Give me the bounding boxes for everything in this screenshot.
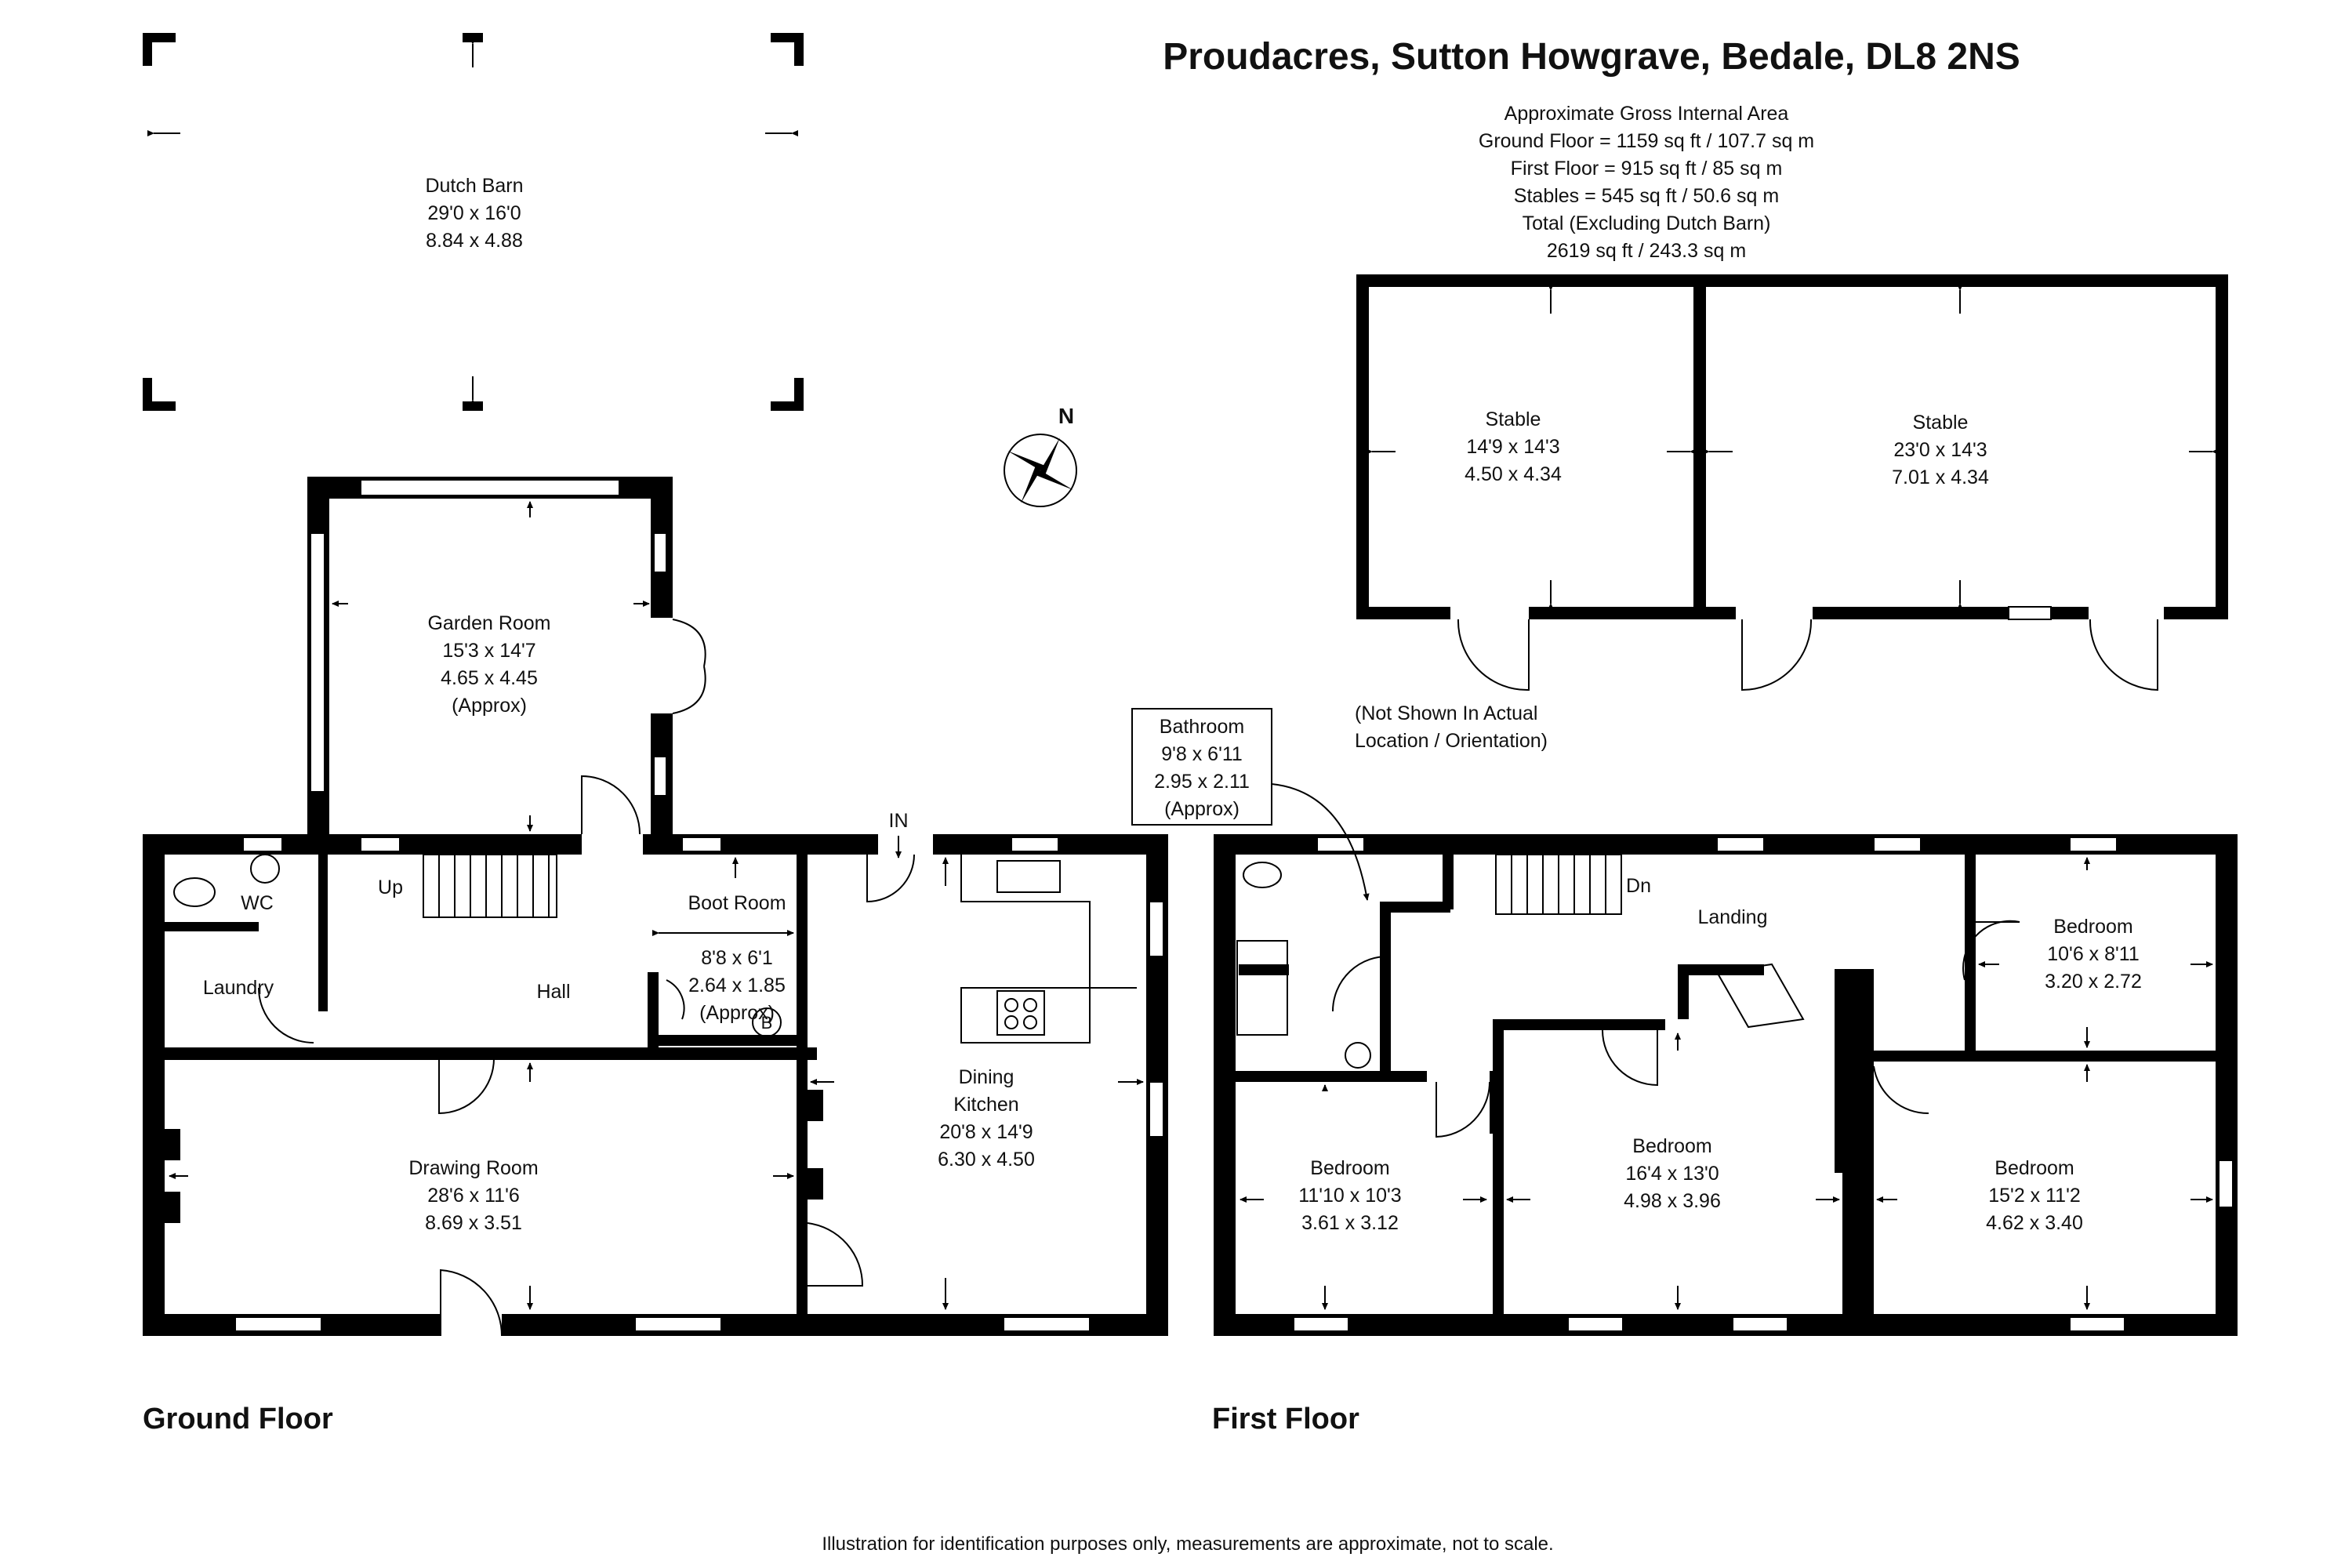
first-floor: Bathroom 9'8 x 6'11 2.95 x 2.11 (Approx)… [1131,708,2238,1436]
first-floor-label: First Floor [1212,1403,1359,1436]
page-title: Proudacres, Sutton Howgrave, Bedale, DL8… [1163,36,2020,78]
stable-2-dims-metric: 7.01 x 4.34 [1892,466,1989,488]
bathroom-dims-metric: 2.95 x 2.11 [1154,771,1250,793]
sink-icon [996,860,1061,893]
drawing-room-dims-metric: 8.69 x 3.51 [425,1212,522,1234]
basin-icon [250,854,280,884]
bedroom-4-dims-metric: 4.62 x 3.40 [1986,1212,2083,1234]
bedroom-2-dims-metric: 3.61 x 3.12 [1301,1212,1399,1234]
area-total: 2619 sq ft / 243.3 sq m [1547,240,1746,262]
dining-kitchen-dims-imperial: 20'8 x 14'9 [939,1121,1033,1143]
disclaimer: Illustration for identification purposes… [822,1534,1553,1555]
stable-1-dims-imperial: 14'9 x 14'3 [1466,436,1559,458]
staircase [423,854,557,918]
shower-icon [1236,940,1288,1036]
dining-kitchen-name-1: Dining [959,1066,1014,1088]
garden-room-name: Garden Room [427,612,550,634]
barn-corner [771,33,804,66]
bathroom-name: Bathroom [1160,716,1244,738]
dining-kitchen-name-2: Kitchen [953,1094,1018,1116]
bedroom-3-dims-metric: 4.98 x 3.96 [1624,1190,1721,1212]
boiler-label: B [761,1013,773,1033]
area-first: First Floor = 915 sq ft / 85 sq m [1511,158,1783,180]
wc-label: WC [241,892,274,914]
boot-room-note: (Approx) [699,1002,775,1024]
toilet-icon [1243,862,1282,888]
stables-note-line2: Location / Orientation) [1355,730,1548,752]
laundry-label: Laundry [203,977,274,999]
barn-post [463,33,483,42]
entrance-label: IN [889,810,909,832]
stable-1-name: Stable [1486,408,1541,430]
bedroom-1-dims-imperial: 10'6 x 8'11 [2047,943,2140,965]
area-stables: Stables = 545 sq ft / 50.6 sq m [1514,185,1779,207]
boot-room-dims-metric: 2.64 x 1.85 [688,975,786,996]
bedroom-1-dims-metric: 3.20 x 2.72 [2045,971,2142,993]
garden-room-dims-imperial: 15'3 x 14'7 [442,640,535,662]
boot-room-dims-imperial: 8'8 x 6'1 [701,947,773,969]
ground-floor: B Garden Room 15'3 x 14'7 4.65 x 4.45 (A… [143,477,1168,1436]
bedroom-4-name: Bedroom [1994,1157,2074,1179]
barn-corner [143,33,176,66]
garden-room-note: (Approx) [452,695,527,717]
bedroom-4-dims-imperial: 15'2 x 11'2 [1988,1185,2081,1207]
barn-dims-metric: 8.84 x 4.88 [426,230,523,252]
stable-1-dims-metric: 4.50 x 4.34 [1465,463,1562,485]
boiler-icon [752,1007,782,1037]
ground-floor-label: Ground Floor [143,1403,333,1436]
bathroom-note: (Approx) [1164,798,1240,820]
barn-name: Dutch Barn [425,175,523,197]
barn-post [463,401,483,411]
stable-2-name: Stable [1913,412,1969,434]
dutch-barn: Dutch Barn 29'0 x 16'0 8.84 x 4.88 [143,33,804,411]
bedroom-2-dims-imperial: 11'10 x 10'3 [1298,1185,1401,1207]
drawing-room-dims-imperial: 28'6 x 11'6 [427,1185,520,1207]
hob-icon [996,990,1045,1036]
barn-corner [143,378,176,411]
bedroom-3-name: Bedroom [1632,1135,1711,1157]
stairs-down-label: Dn [1626,875,1651,897]
barn-dims-imperial: 29'0 x 16'0 [427,202,521,224]
toilet-icon [173,877,216,907]
area-ground: Ground Floor = 1159 sq ft / 107.7 sq m [1479,130,1814,152]
stairs-up-label: Up [378,877,403,898]
bathroom-dims-imperial: 9'8 x 6'11 [1161,743,1243,765]
bedroom-1-name: Bedroom [2053,916,2132,938]
bedroom-3-dims-imperial: 16'4 x 13'0 [1625,1163,1719,1185]
hall-label: Hall [536,981,570,1003]
area-summary: Approximate Gross Internal Area Ground F… [1479,103,1814,262]
dining-kitchen-dims-metric: 6.30 x 4.50 [938,1149,1035,1171]
basin-icon [1345,1042,1371,1069]
compass-north-label: N [1058,404,1074,428]
barn-corner [771,378,804,411]
boot-room-name: Boot Room [688,892,786,914]
stables: Stable 14'9 x 14'3 4.50 x 4.34 Stable 23… [1355,274,2228,752]
area-heading: Approximate Gross Internal Area [1504,103,1789,125]
compass-rose-icon: N [1004,404,1077,507]
drawing-room-name: Drawing Room [408,1157,538,1179]
landing-label: Landing [1698,906,1768,928]
stables-note-line1: (Not Shown In Actual [1355,702,1537,724]
staircase [1495,854,1622,915]
stable-2-dims-imperial: 23'0 x 14'3 [1893,439,1987,461]
bedroom-2-name: Bedroom [1310,1157,1389,1179]
area-total-label: Total (Excluding Dutch Barn) [1523,212,1771,234]
garden-room-dims-metric: 4.65 x 4.45 [441,667,538,689]
bathroom-callout [1131,708,1272,826]
